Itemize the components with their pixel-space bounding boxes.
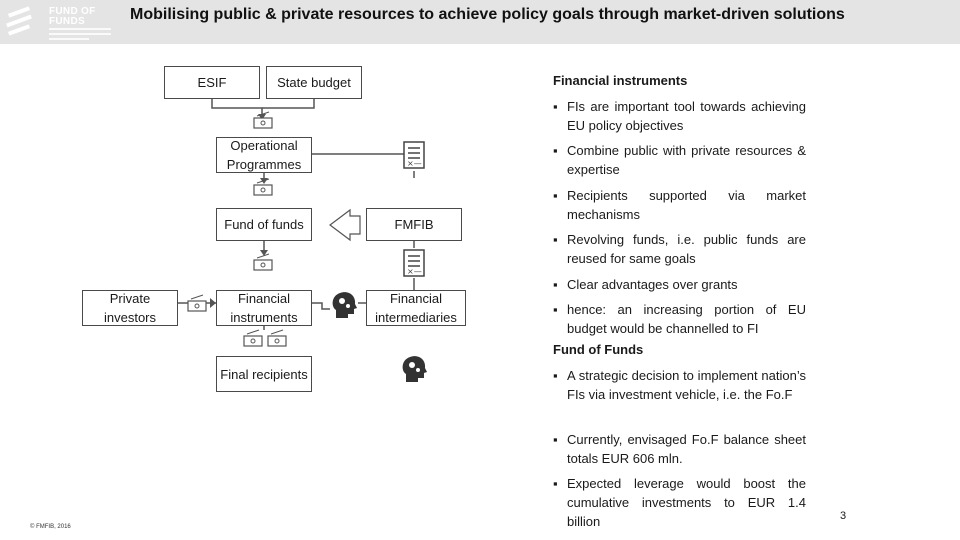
bullet-icon: ▪ — [553, 476, 558, 491]
copyright-footer: © FMFIB, 2016 — [30, 524, 71, 530]
final-recipients-box: Final recipients — [216, 356, 312, 392]
diagram-connectors — [178, 99, 415, 330]
cash-icon — [253, 253, 273, 271]
logo-subtext — [49, 33, 111, 35]
head-gears-icon — [402, 356, 427, 382]
bullet-icon: ▪ — [553, 143, 558, 158]
cash-icon — [253, 111, 273, 129]
bullet-item: ▪ Currently, envisaged Fo.F balance shee… — [553, 430, 806, 468]
bullet-icon: ▪ — [553, 99, 558, 114]
private-investors-label: Private investors — [103, 291, 157, 325]
document-icon: ×— — [403, 249, 425, 277]
arrowhead-down — [260, 250, 268, 256]
logo-subtext — [49, 28, 111, 30]
document-icon: ×— — [403, 141, 425, 169]
fund-of-funds-logo: FUND OF FUNDS — [4, 4, 114, 44]
bullet-text: Recipients supported via market mechanis… — [567, 188, 806, 222]
head-gears-icon — [332, 292, 357, 318]
operational-programmes-box: Operational Programmes — [216, 137, 312, 173]
bullet-icon: ▪ — [553, 368, 558, 383]
logo-text-line2: FUNDS — [49, 16, 85, 27]
section-heading-financial-instruments: Financial instruments — [553, 73, 688, 88]
header-bar: FUND OF FUNDS Mobilising public & privat… — [0, 0, 960, 44]
cash-icon — [187, 294, 207, 312]
section-heading-fund-of-funds: Fund of Funds — [553, 342, 644, 357]
esif-label: ESIF — [197, 75, 227, 90]
slide-title: Mobilising public & private resources to… — [130, 6, 845, 23]
logo-mark-icon — [6, 6, 32, 36]
bullet-text: A strategic decision to implement nation… — [567, 368, 806, 402]
bullet-text: Currently, envisaged Fo.F balance sheet … — [567, 432, 806, 466]
cash-icon — [253, 178, 273, 196]
state-budget-label: State budget — [277, 75, 351, 90]
financial-intermediaries-label: Financial intermediaries — [375, 291, 457, 325]
arrowhead-right — [210, 298, 216, 308]
logo-text-line1: FUND OF — [49, 6, 96, 17]
svg-text:×—: ×— — [407, 267, 422, 276]
bullet-icon: ▪ — [553, 302, 558, 317]
bullet-text: FIs are important tool towards achieving… — [567, 99, 806, 133]
connector-esif — [211, 99, 263, 114]
esif-box: ESIF — [164, 66, 260, 99]
private-investors-box: Private investors — [82, 290, 178, 326]
financial-intermediaries-box: Financial intermediaries — [366, 290, 466, 326]
bullet-item: ▪ Recipients supported via market mechan… — [553, 186, 806, 224]
cash-icon — [267, 329, 287, 347]
bullet-item: ▪ Revolving funds, i.e. public funds are… — [553, 230, 806, 268]
bullet-text: hence: an increasing portion of EU budge… — [567, 302, 806, 336]
bullet-item: ▪ Expected leverage would boost the cumu… — [553, 474, 806, 531]
connector-state-budget — [262, 99, 315, 109]
cash-icon — [243, 329, 263, 347]
bullet-text: Clear advantages over grants — [567, 277, 738, 292]
bullet-icon: ▪ — [553, 232, 558, 247]
bullet-icon: ▪ — [553, 277, 558, 292]
final-recipients-label: Final recipients — [220, 366, 308, 382]
bullet-item: ▪ Clear advantages over grants — [553, 275, 806, 294]
state-budget-box: State budget — [266, 66, 362, 99]
bullet-icon: ▪ — [553, 188, 558, 203]
financial-instruments-box: Financial instruments — [216, 290, 312, 326]
hollow-arrow-left — [329, 208, 361, 242]
bullet-item: ▪ A strategic decision to implement nati… — [553, 366, 806, 404]
fund-of-funds-label: Fund of funds — [224, 217, 304, 232]
logo-subtext — [49, 38, 89, 40]
page-number: 3 — [840, 510, 847, 522]
fmfib-label: FMFIB — [394, 217, 434, 232]
bullet-text: Expected leverage would boost the cumula… — [567, 476, 806, 529]
bullet-item: ▪ FIs are important tool towards achievi… — [553, 97, 806, 135]
bullet-text: Revolving funds, i.e. public funds are r… — [567, 232, 806, 266]
bullet-item: ▪ hence: an increasing portion of EU bud… — [553, 300, 806, 338]
financial-instruments-label: Financial instruments — [230, 291, 298, 325]
bullet-icon: ▪ — [553, 432, 558, 447]
fund-of-funds-box: Fund of funds — [216, 208, 312, 241]
bullet-item: ▪ Combine public with private resources … — [553, 141, 806, 179]
connector-fi-head — [312, 302, 330, 310]
operational-programmes-label: Operational Programmes — [226, 138, 302, 172]
fmfib-box: FMFIB — [366, 208, 462, 241]
svg-text:×—: ×— — [407, 159, 422, 168]
bullet-text: Combine public with private resources & … — [567, 143, 806, 177]
